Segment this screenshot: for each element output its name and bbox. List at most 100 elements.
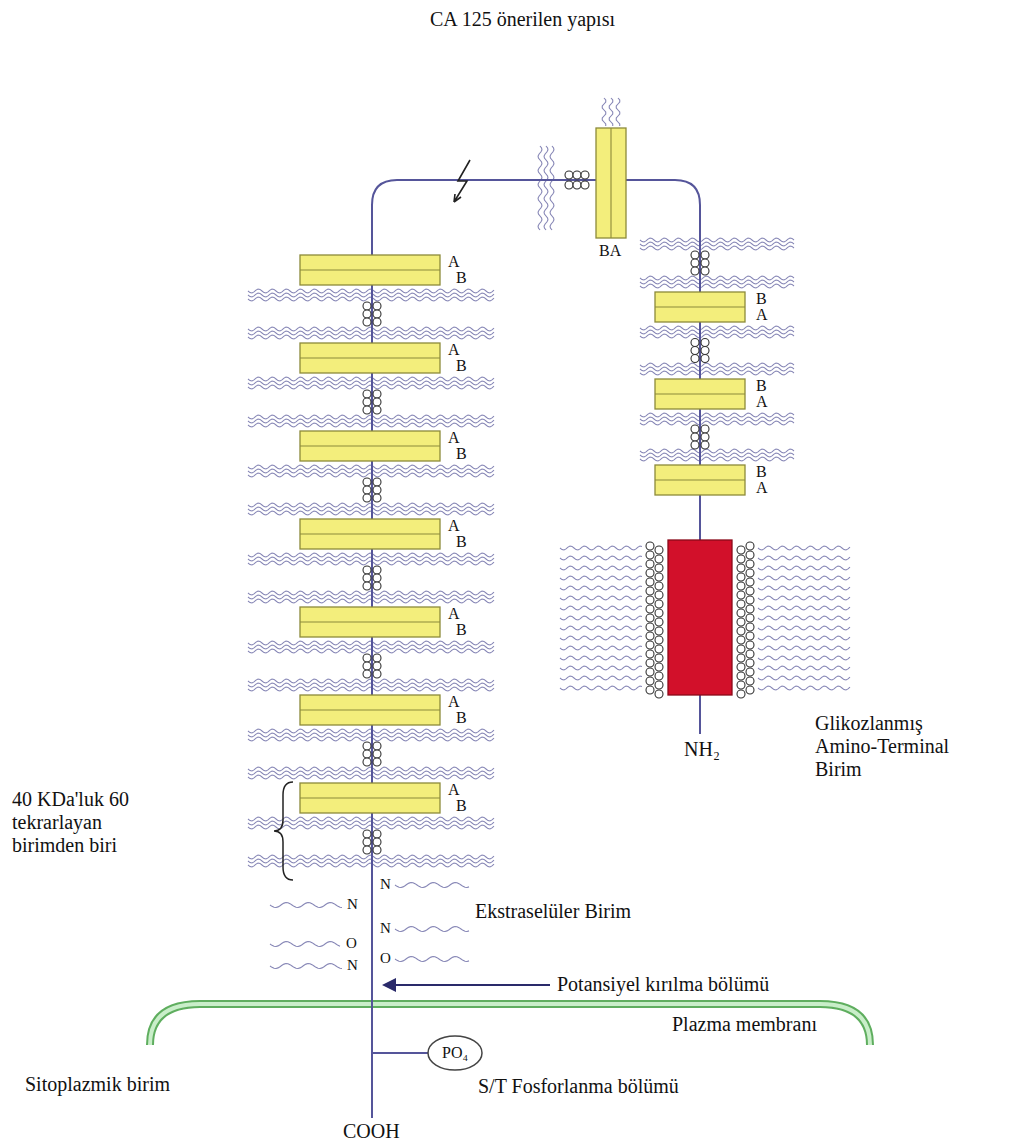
domain-divider: [300, 797, 440, 798]
sugar-residue: [565, 171, 573, 179]
glycan-chain: [640, 449, 794, 453]
glycan-chain: [616, 98, 619, 126]
sugar-residue: [373, 398, 381, 406]
glycan-chain: [560, 576, 642, 580]
sugar-residue: [737, 654, 745, 662]
region-label: Ekstraselüler Birim: [475, 900, 631, 923]
glycan-chain: [758, 566, 850, 570]
glycan-chain: [640, 276, 794, 280]
glycan-chain: [758, 546, 850, 550]
domain-letter: A: [756, 479, 768, 497]
repeat-domain: [300, 607, 440, 637]
glycan-letter: N: [380, 920, 391, 937]
sugar-residue: [373, 390, 381, 398]
glycan-chain: [560, 556, 642, 560]
sugar-residue: [363, 310, 371, 318]
cleavage-bolt: [454, 160, 470, 202]
glycan-chain: [560, 586, 642, 590]
glycan-chain: [560, 646, 642, 650]
glycan-chain: [758, 656, 850, 660]
sugar-residue: [701, 251, 709, 259]
sugar-residue: [691, 425, 699, 433]
glycan-chain: [640, 371, 794, 375]
sugar-residue: [646, 596, 654, 604]
sugar-residue: [646, 668, 654, 676]
sugar-residue: [646, 542, 654, 550]
sugar-residue: [363, 670, 371, 678]
glycan-chain: [560, 676, 642, 680]
sugar-residue: [655, 555, 663, 563]
domain-divider: [300, 709, 440, 710]
sugar-residue: [373, 566, 381, 574]
sugar-residue: [655, 546, 663, 554]
glycan-letter: N: [347, 896, 358, 913]
domain-layer: [300, 128, 745, 813]
sugar-residue: [746, 668, 754, 676]
sugar-residue: [646, 632, 654, 640]
repeat-domain: [300, 695, 440, 725]
sugar-residue: [746, 569, 754, 577]
domain-letter: A: [448, 517, 460, 535]
glycan-chain: [758, 676, 850, 680]
sugar-residue: [655, 591, 663, 599]
sugar-residue: [363, 662, 371, 670]
sugar-residue: [655, 609, 663, 617]
domain-letter: A: [756, 393, 768, 411]
sugar-residue: [646, 686, 654, 694]
sugar-residue: [746, 596, 754, 604]
glycan-chain: [395, 957, 469, 962]
glycan-chain: [640, 421, 794, 425]
sugar-residue: [655, 663, 663, 671]
sugar-residue: [655, 681, 663, 689]
glycan-chain: [270, 942, 340, 947]
domain-letter: A: [448, 605, 460, 623]
sugar-residue: [701, 433, 709, 441]
membrane-label: Plazma membranı: [672, 1013, 817, 1036]
sugar-residue: [646, 659, 654, 667]
glycan-chain: [758, 576, 850, 580]
glycan-chain: [270, 964, 342, 969]
sugar-residue: [746, 650, 754, 658]
repeat-domain: [300, 519, 440, 549]
glycan-chain: [560, 686, 642, 690]
sugar-residue: [746, 578, 754, 586]
domain-letter: A: [756, 306, 768, 324]
sugar-residue: [373, 750, 381, 758]
glycan-chain: [640, 413, 794, 417]
sugar-residue: [363, 406, 371, 414]
domain-letter: A: [448, 781, 460, 799]
sugar-residue: [373, 654, 381, 662]
sugar-residue: [373, 662, 381, 670]
sugar-residue: [737, 636, 745, 644]
phosphate-circle: PO₄: [427, 1035, 483, 1071]
sugar-residue: [701, 267, 709, 275]
domain-letter: B: [456, 269, 467, 287]
repeat-domain: [655, 465, 745, 495]
circle-shape: [428, 1036, 482, 1070]
repeat-domain: [655, 292, 745, 322]
amino-terminal-domain: [668, 540, 732, 695]
sugar-residue: [565, 181, 573, 189]
domain-letter: B: [456, 797, 467, 815]
domain-divider: [610, 128, 611, 238]
glycan-chain: [640, 334, 794, 338]
glycan-chain: [609, 98, 612, 126]
glycan-chain: [758, 626, 850, 630]
glycan-letter: O: [380, 950, 391, 967]
glycan-chain: [640, 284, 794, 288]
sugar-residue: [655, 645, 663, 653]
glycan-chain: [758, 666, 850, 670]
sugar-residue: [373, 310, 381, 318]
sugar-residue: [655, 573, 663, 581]
glycan-chain: [758, 616, 850, 620]
sugar-residue: [646, 578, 654, 586]
sugar-residue: [373, 574, 381, 582]
sugar-residue: [746, 677, 754, 685]
glycan-chain: [640, 326, 794, 330]
sugar-residue: [655, 564, 663, 572]
sugar-residue: [655, 636, 663, 644]
sugar-residue: [363, 750, 371, 758]
sugar-residue: [373, 478, 381, 486]
glycan-chain: [560, 626, 642, 630]
